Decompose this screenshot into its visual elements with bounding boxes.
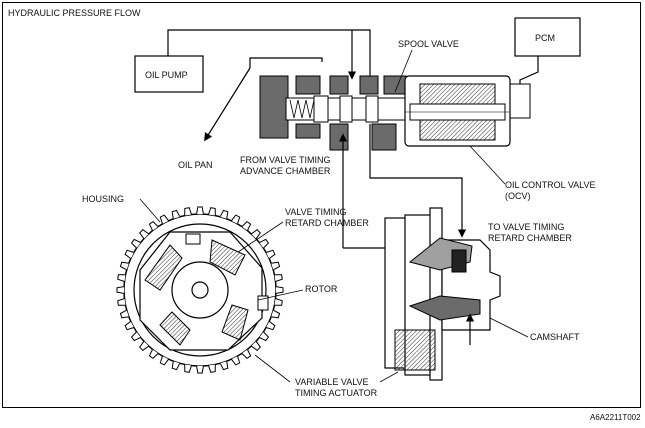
gear-tooth (241, 220, 252, 231)
camshaft-leader (489, 317, 529, 338)
retard-chamber-label-2: RETARD CHAMBER (285, 218, 369, 228)
drain-line (249, 57, 323, 68)
camshaft-label: CAMSHAFT (530, 332, 580, 342)
diagram-title: HYDRAULIC PRESSURE FLOW (8, 8, 141, 18)
ocv-connector (509, 83, 531, 119)
pump-line (167, 29, 371, 76)
gear-tooth (196, 206, 204, 215)
spool-valve-body (259, 75, 407, 151)
gear-tooth (184, 207, 192, 216)
retard-feed-arrow (369, 124, 467, 238)
gear-tooth (259, 331, 270, 342)
to-retard-label-2: RETARD CHAMBER (488, 233, 572, 243)
gear-tooth (271, 309, 281, 319)
gear-tooth (119, 309, 129, 319)
vvt-label-2: TIMING ACTUATOR (295, 388, 378, 398)
vvt-leader-right (379, 371, 399, 383)
gear-tooth (139, 341, 149, 351)
housing-label: HOUSING (82, 194, 124, 204)
gear-tooth (251, 341, 261, 351)
gear-tooth (196, 365, 204, 374)
gear-tooth (124, 321, 135, 331)
gear-tooth (159, 355, 169, 366)
ocv-label-2: (OCV) (505, 191, 531, 201)
gear-tooth (251, 229, 261, 239)
gear-tooth (208, 364, 216, 373)
gear-tooth (219, 361, 229, 371)
pcm-label: PCM (535, 33, 555, 43)
figure-code: A6A2211T002 (590, 413, 641, 422)
oil-pump: OIL PUMP (134, 55, 204, 93)
gear-tooth (265, 249, 276, 259)
gear-tooth (259, 238, 270, 249)
vvt-label-1: VARIABLE VALVE (295, 377, 369, 387)
gear-tooth (139, 229, 149, 239)
gear-tooth (231, 355, 241, 366)
gear-tooth (275, 286, 284, 294)
from-advance-label-1: FROM VALVE TIMING (240, 155, 331, 165)
camshaft-section (384, 207, 501, 381)
gear-tooth (117, 298, 126, 306)
gear-tooth (241, 349, 252, 360)
gear-tooth (171, 209, 181, 219)
gear-tooth (130, 331, 141, 342)
spool-valve-label: SPOOL VALVE (398, 39, 459, 49)
retard-chamber-label-1: VALVE TIMING (285, 207, 347, 217)
spool-valve-leader (394, 49, 413, 93)
gear-tooth (116, 286, 125, 294)
ocv-leader (469, 145, 506, 185)
gear-tooth (117, 274, 126, 282)
gear-tooth (231, 214, 241, 225)
gear-tooth (130, 238, 141, 249)
oil-pan-arrow (204, 67, 251, 142)
ocv-label-1: OIL CONTROL VALVE (505, 180, 596, 190)
ocv-solenoid (404, 75, 511, 147)
oil-pump-label: OIL PUMP (145, 70, 188, 80)
vvt-gear (116, 206, 284, 374)
gear-tooth (159, 214, 169, 225)
housing-leader (139, 198, 161, 223)
retard-chamber-leader (237, 221, 284, 253)
gear-tooth (271, 261, 281, 271)
gear-tooth (124, 249, 135, 259)
rotor-leader (257, 289, 304, 301)
gear-tooth (171, 361, 181, 371)
to-retard-label-1: TO VALVE TIMING (488, 222, 564, 232)
gear-tooth (265, 321, 276, 331)
pcm: PCM (514, 17, 581, 57)
gear-tooth (148, 220, 159, 231)
gear-tooth (119, 261, 129, 271)
gear-tooth (274, 274, 283, 282)
gear-tooth (184, 364, 192, 373)
diagram-frame (2, 2, 641, 408)
gear-tooth (208, 207, 216, 216)
gear-tooth (219, 209, 229, 219)
oil-pan-label: OIL PAN (178, 160, 213, 170)
vvt-leader-left (254, 354, 291, 383)
rotor-label: ROTOR (305, 284, 338, 294)
from-advance-label-2: ADVANCE CHAMBER (240, 166, 331, 176)
gear-tooth (274, 298, 283, 306)
gear-tooth (148, 349, 159, 360)
